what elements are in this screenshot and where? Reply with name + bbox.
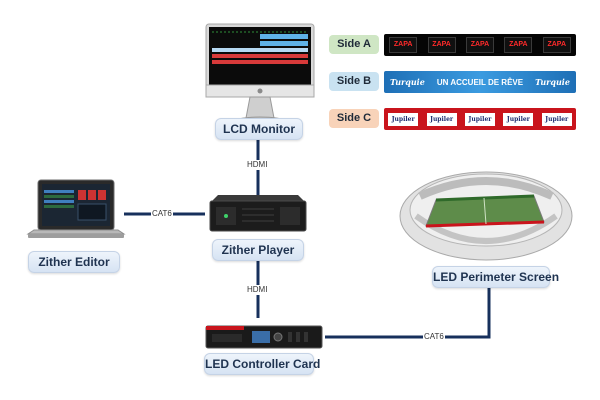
led-perimeter-label: LED Perimeter Screen [432, 266, 559, 288]
banner-c-logo: Jupiler [541, 112, 572, 126]
lcd-monitor-image [205, 23, 315, 126]
banner-b-text: UN ACCUEIL DE RÊVE [436, 77, 524, 87]
conn-label-editor-player: CAT6 [151, 209, 173, 219]
led-controller-label: LED Controller Card [204, 353, 320, 375]
banner-a-logo: ZAPA [427, 37, 456, 53]
zither-editor-label: Zither Editor [28, 251, 120, 273]
side-b-label: Side B [329, 72, 379, 91]
banner-c-logo: Jupiler [426, 112, 457, 126]
banner-a-logo: ZAPA [389, 37, 418, 53]
side-a-banner: ZAPA ZAPA ZAPA ZAPA ZAPA [384, 34, 576, 56]
side-a-label: Side A [329, 35, 379, 54]
zither-editor-image [26, 179, 126, 238]
banner-b-brand-left: Turquie [390, 77, 425, 87]
zither-player-label: Zither Player [212, 239, 304, 261]
banner-a-logo: ZAPA [504, 37, 533, 53]
led-controller-image [205, 325, 323, 349]
connector-controller-screen [325, 288, 491, 339]
conn-label-monitor-player: HDMI [246, 160, 269, 170]
stadium-image [399, 171, 573, 261]
banner-a-logo: ZAPA [542, 37, 571, 53]
banner-a-logo: ZAPA [465, 37, 494, 53]
banner-b-brand-right: Turquie [535, 77, 570, 87]
banner-c-logo: Jupiler [464, 112, 495, 126]
side-b-banner: Turquie UN ACCUEIL DE RÊVE Turquie [384, 71, 576, 93]
side-c-banner: Jupiler Jupiler Jupiler Jupiler Jupiler [384, 108, 576, 130]
banner-c-logo: Jupiler [388, 112, 419, 126]
conn-label-player-controller: HDMI [246, 285, 269, 295]
lcd-monitor-label: LCD Monitor [215, 118, 303, 140]
zither-player-image [209, 195, 307, 232]
banner-c-logo: Jupiler [503, 112, 534, 126]
conn-label-controller-screen: CAT6 [423, 332, 445, 342]
side-c-label: Side C [329, 109, 379, 128]
